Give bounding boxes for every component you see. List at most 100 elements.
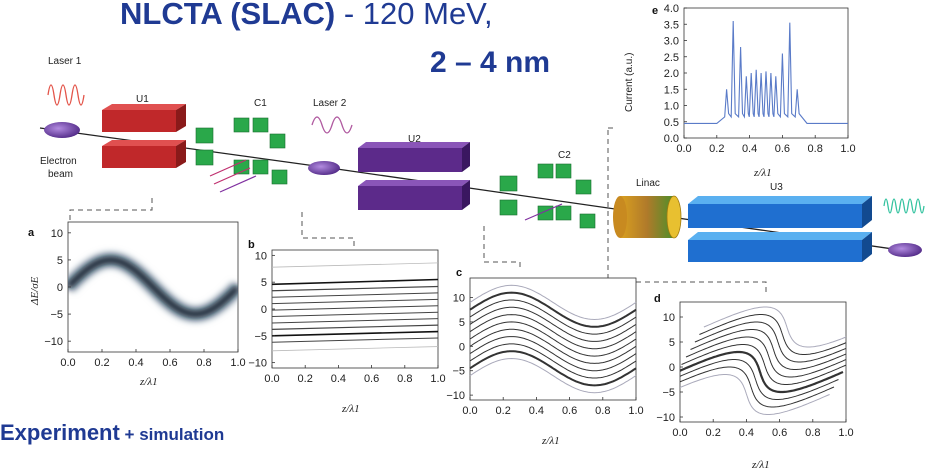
panel-a-data	[68, 251, 238, 323]
panel-d-curve	[680, 350, 844, 394]
chicane-c1	[195, 117, 288, 185]
panel-b-ytick-label: 5	[261, 277, 267, 289]
panel-c-curve	[469, 321, 637, 357]
panel-b-ytick-label: 0	[261, 304, 267, 316]
panel-b-line	[271, 311, 439, 318]
panel-c-curve	[469, 350, 637, 387]
panel-a-xtick-label: 0.6	[162, 357, 177, 369]
panel-c-curve	[469, 291, 637, 328]
panel-d-label: d	[654, 293, 661, 305]
panel-d-xlabel: z/λ1	[751, 459, 770, 471]
panel-a-ytick-label: 5	[57, 255, 63, 267]
panel-e-ytick-label: 2.0	[664, 68, 679, 80]
panel-b-ytick-label: −10	[248, 358, 267, 370]
panel-c-label: c	[456, 267, 462, 279]
panel-b-xtick-label: 0.4	[331, 373, 346, 385]
panel-d-curve	[694, 321, 846, 363]
panel-e-ytick-label: 4.0	[664, 3, 679, 15]
c2-label: C2	[558, 150, 571, 161]
panel-b-line	[271, 324, 439, 330]
slide-title: NLCTA (SLAC) - 120 MeV,	[120, 0, 493, 31]
panel-d-curve	[681, 344, 846, 385]
panel-b-ytick-label: −5	[254, 331, 267, 343]
panel-c-curve	[469, 336, 637, 372]
panel-b-xtick-label: 0.6	[364, 373, 379, 385]
laser1-label: Laser 1	[48, 56, 82, 67]
panel-a-ytick-label: 0	[57, 282, 63, 294]
panel-d-ytick-label: 5	[669, 337, 675, 349]
laser2-label: Laser 2	[313, 98, 347, 109]
panel-c-curve	[469, 306, 637, 342]
panel-c-curve	[469, 299, 637, 335]
panel-c-ytick-label: 0	[459, 341, 465, 353]
panel-d-ytick-label: −10	[656, 412, 675, 424]
panel-c-curve	[469, 328, 637, 364]
panel-b-line	[271, 346, 439, 352]
panel-e-ytick-label: 1.0	[664, 101, 679, 113]
panel-c-ytick-label: 5	[459, 317, 465, 329]
panel-e-label: e	[652, 5, 658, 17]
panel-d-xtick-label: 0.8	[805, 427, 820, 439]
panel-b-xtick-label: 0.0	[264, 373, 279, 385]
laser2-in-3	[219, 175, 257, 193]
panel-a-ytick-label: 10	[51, 228, 63, 240]
panel-b-line	[271, 305, 439, 311]
linac	[613, 195, 682, 239]
panel-e-xtick-label: 0.0	[676, 143, 691, 155]
panel-a-xtick-label: 0.2	[94, 357, 109, 369]
u1-label: U1	[136, 94, 149, 105]
panel-b-line	[271, 262, 439, 268]
panel-d-curve	[685, 336, 846, 378]
panel-e-current-line	[684, 20, 848, 124]
panel-b-line	[271, 285, 439, 292]
panel-d-ytick-label: −5	[662, 387, 675, 399]
panel-e-ytick-label: 0.0	[664, 133, 679, 145]
panel-a-ylabel: ΔE/σE	[29, 276, 41, 306]
panel-b-data	[271, 262, 439, 352]
panel-a-xtick-label: 0.8	[196, 357, 211, 369]
panel-b-line	[271, 337, 439, 343]
beamline: Laser 1 Electron beam U1 C1 Laser 2	[39, 56, 925, 296]
panel-b-label: b	[248, 239, 255, 251]
laser1-wave	[47, 84, 85, 106]
panel-d-xtick-label: 0.2	[706, 427, 721, 439]
panel-d-curve	[680, 366, 835, 408]
footer-bold: Experiment	[0, 420, 120, 445]
panel-c-xtick-label: 0.4	[529, 405, 544, 417]
panel-b-xtick-label: 0.8	[397, 373, 412, 385]
panel-d-ytick-label: 0	[669, 362, 675, 374]
panel-b-line	[271, 292, 439, 298]
u2-label: U2	[408, 134, 421, 145]
laser2-in-1	[209, 159, 247, 177]
panel-c-ytick-label: 10	[453, 293, 465, 305]
panel-d-curve	[680, 374, 830, 415]
electron-bunch-3	[888, 243, 922, 257]
panel-d-xtick-label: 1.0	[838, 427, 853, 439]
electron-beam-label: Electron	[40, 156, 77, 167]
panel-c-curve	[469, 343, 637, 379]
panel-d-curve	[680, 359, 839, 400]
c2-laser	[524, 203, 563, 221]
panel-c-data	[469, 284, 637, 394]
footer-caption: Experiment + simulation	[0, 420, 224, 445]
linac-label: Linac	[636, 178, 660, 189]
panel-a-ytick-label: −5	[50, 309, 63, 321]
panel-c-xtick-label: 0.0	[462, 405, 477, 417]
panel-e-xtick-label: 0.8	[808, 143, 823, 155]
panel-b-ytick-label: 10	[255, 250, 267, 262]
panel-e-ytick-label: 2.5	[664, 52, 679, 64]
panel-a-band-core	[68, 256, 238, 318]
panel-e-xtick-label: 1.0	[840, 143, 855, 155]
undulator-u1	[102, 104, 186, 168]
chicane-c2	[499, 163, 596, 229]
electron-bunch-1	[44, 122, 80, 138]
panel-a-ytick-label: −10	[44, 336, 63, 348]
panel-b-xtick-label: 0.2	[298, 373, 313, 385]
